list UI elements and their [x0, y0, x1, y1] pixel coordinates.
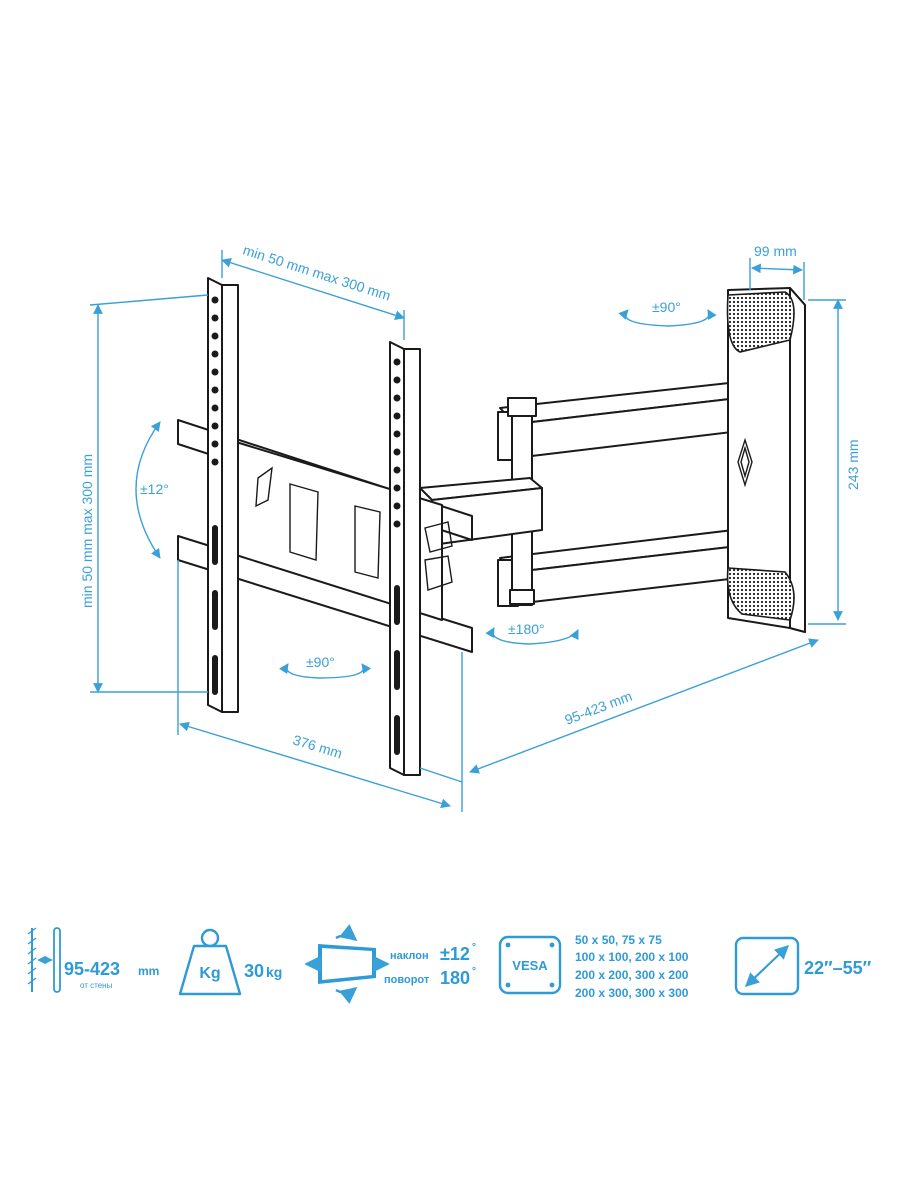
vesa-line-2: 100 x 100, 200 x 100	[575, 950, 689, 964]
vesa-line-3: 200 x 200, 300 x 200	[575, 968, 689, 982]
distance-note: от стены	[80, 981, 113, 990]
plate-height-label: min 50 mm max 300 mm	[79, 454, 95, 608]
spec-distance: 95-423 mm от стены	[27, 927, 159, 993]
weight-icon	[200, 928, 220, 948]
tilt-spec-label: наклон	[390, 950, 429, 962]
spec-diagonal: 22″–55″	[734, 936, 872, 996]
wall-plate-height-label: 243 mm	[845, 439, 861, 490]
wall-plate	[726, 287, 806, 633]
spec-vesa: VESA 50 x 50, 75 x 75 100 x 100, 200 x 1…	[498, 933, 689, 1000]
weight-unit: kg	[266, 964, 282, 980]
vesa-plate-right	[389, 341, 421, 776]
swivel-top-label: ±90°	[652, 299, 681, 315]
distance-value: 95-423	[64, 959, 120, 979]
spec-weight: Kg 30 kg	[178, 928, 282, 996]
tilt-label: ±12°	[140, 481, 169, 497]
diagonal-value: 22″–55″	[804, 958, 872, 978]
swivel-spec-degree: °	[472, 966, 476, 977]
swivel-spec-label: поворот	[384, 974, 430, 986]
diagonal-icon	[734, 936, 800, 996]
swivel-spec-value: 180	[440, 968, 470, 988]
tilt-spec-value: ±12	[440, 944, 470, 964]
tv-edge-icon	[53, 927, 61, 993]
wall-distance-label: 95-423 mm	[562, 688, 634, 728]
wall-plate-depth-label: 99 mm	[754, 243, 797, 259]
vesa-icon-label: VESA	[512, 958, 548, 973]
weight-icon-label: Kg	[199, 965, 220, 982]
bracket-drawing	[177, 277, 806, 776]
weight-value: 30	[244, 961, 264, 981]
rotate-arm-label: ±180°	[508, 621, 545, 637]
tilt-spec-degree: °	[472, 942, 476, 953]
distance-unit: mm	[138, 964, 159, 978]
spec-strip: 95-423 mm от стены Kg 30 kg наклон ±12 °…	[27, 923, 872, 1005]
vesa-icon	[498, 935, 562, 995]
bracket-width-label: 376 mm	[291, 732, 344, 762]
vesa-line-4: 200 x 300, 300 x 300	[575, 986, 689, 1000]
swivel-bottom-label: ±90°	[306, 654, 335, 670]
vesa-line-1: 50 x 50, 75 x 75	[575, 933, 662, 947]
spec-tilt-swivel: наклон ±12 ° поворот 180 °	[304, 923, 476, 1005]
vesa-plate-left	[207, 277, 239, 713]
